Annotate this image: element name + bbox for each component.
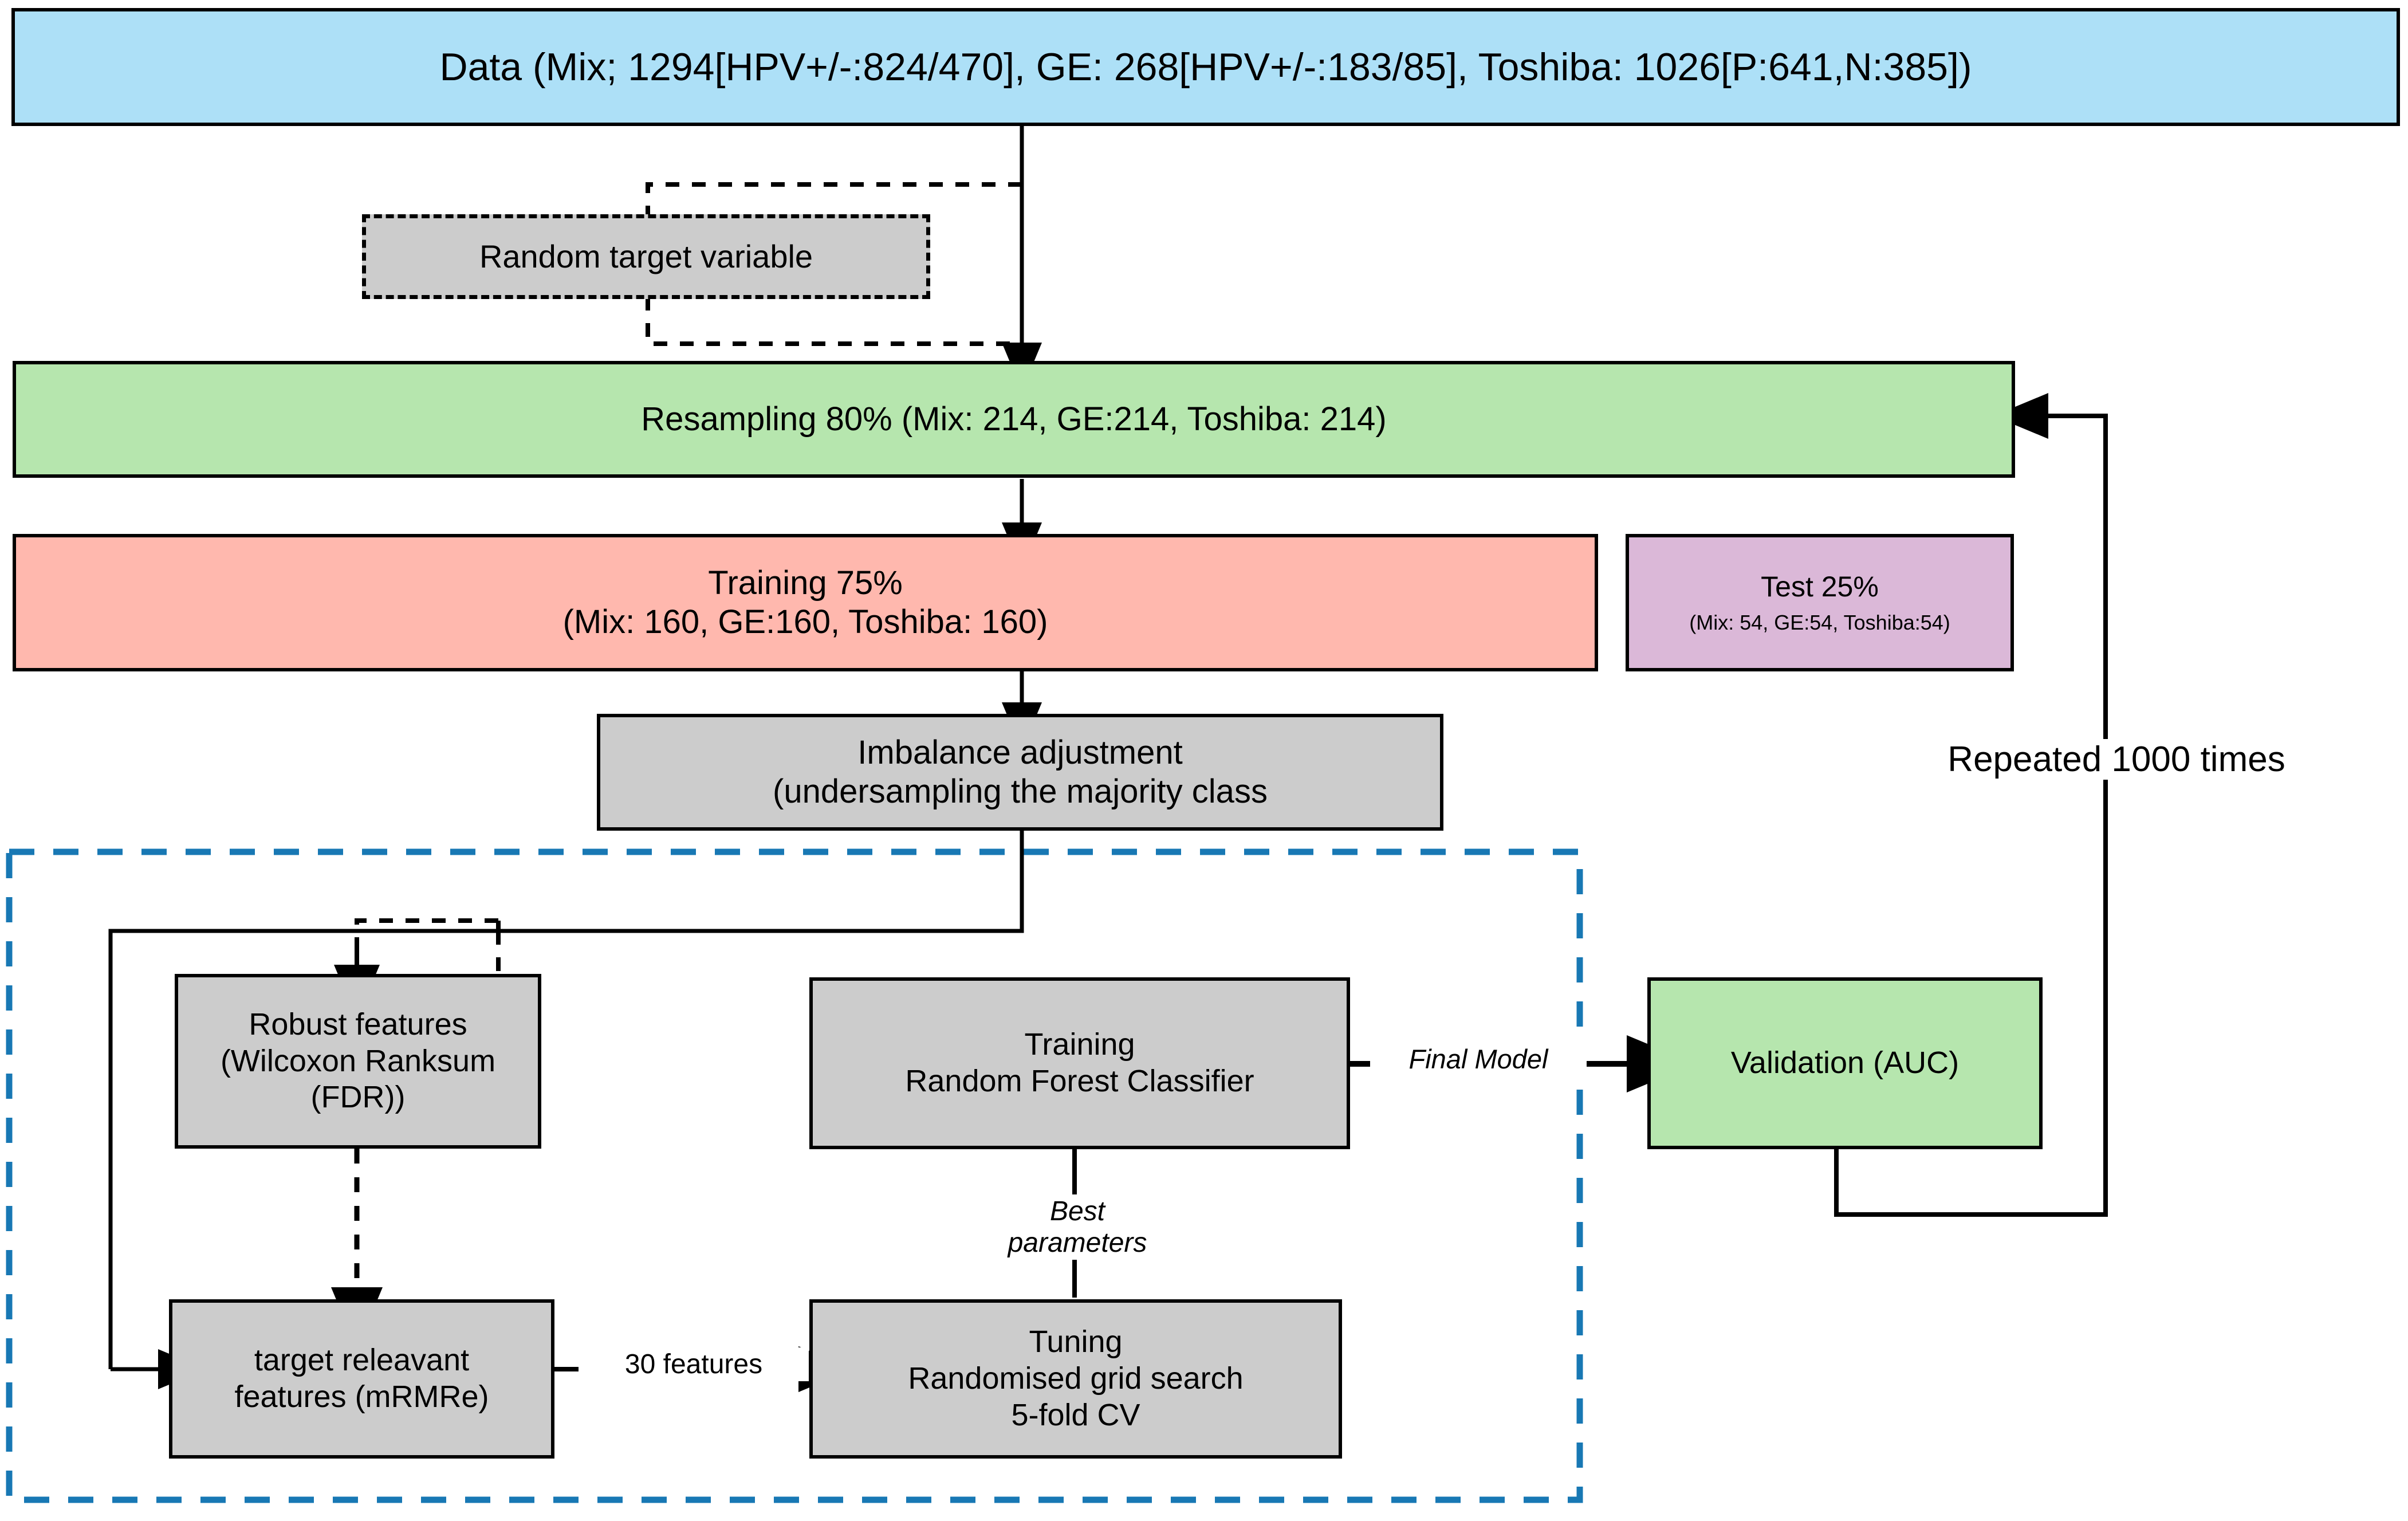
edge-validation-feedback-loop: [1834, 393, 2108, 1217]
node-tuning-line1: Tuning: [1029, 1325, 1123, 1359]
node-tuning[interactable]: Tuning Randomised grid search 5-fold CV: [809, 1299, 1342, 1459]
node-training-rf-line1: Training: [1024, 1027, 1135, 1062]
label-repeated-1000-times: Repeated 1000 times: [1842, 739, 2391, 780]
node-target-relevant-line1: target releavant: [254, 1343, 470, 1378]
node-resampling-label: Resampling 80% (Mix: 214, GE:214, Toshib…: [641, 400, 1387, 438]
node-tuning-line3: 5-fold CV: [1011, 1397, 1140, 1432]
dashed-enclosure-frame: [6, 848, 1583, 1503]
edge-label-final-model: Final Model: [1370, 1043, 1587, 1076]
node-random-target-label: Random target variable: [479, 238, 813, 274]
node-data-label: Data (Mix; 1294[HPV+/-:824/470], GE: 268…: [439, 45, 1972, 89]
node-random-target-variable[interactable]: Random target variable: [362, 214, 930, 299]
node-training-split[interactable]: Training 75% (Mix: 160, GE:160, Toshiba:…: [13, 534, 1598, 671]
node-test-split[interactable]: Test 25% (Mix: 54, GE:54, Toshiba:54): [1626, 534, 2014, 671]
node-imbalance-line1: Imbalance adjustment: [857, 733, 1183, 771]
node-resampling[interactable]: Resampling 80% (Mix: 214, GE:214, Toshib…: [13, 361, 2015, 478]
node-imbalance-adjustment[interactable]: Imbalance adjustment (undersampling the …: [597, 714, 1443, 831]
node-robust-features-line1: Robust features: [249, 1007, 467, 1041]
node-training-rf-line2: Random Forest Classifier: [905, 1064, 1254, 1098]
node-training-split-line1: Training 75%: [708, 564, 903, 602]
node-target-relevant-line2: features (mRMRe): [234, 1379, 489, 1414]
node-imbalance-line2: (undersampling the majority class: [773, 773, 1268, 810]
node-tuning-line2: Randomised grid search: [908, 1361, 1244, 1396]
edge-label-30-features: 30 features: [579, 1347, 809, 1382]
node-test-split-line1: Test 25%: [1761, 571, 1879, 603]
node-training-split-line2: (Mix: 160, GE:160, Toshiba: 160): [562, 603, 1048, 640]
edge-imbalance-branch-trunk: [108, 831, 1024, 1369]
node-robust-features-line3: (FDR)): [310, 1080, 406, 1115]
node-validation-label: Validation (AUC): [1730, 1046, 1960, 1080]
node-robust-features-line2: (Wilcoxon Ranksum: [220, 1043, 496, 1078]
node-robust-features[interactable]: Robust features (Wilcoxon Ranksum (FDR)): [175, 974, 541, 1149]
node-target-relevant-features[interactable]: target releavant features (mRMRe): [169, 1299, 554, 1459]
edge-random-target-bottom: [646, 297, 1017, 346]
node-test-split-line2: (Mix: 54, GE:54, Toshiba:54): [1689, 611, 1950, 635]
node-training-random-forest[interactable]: Training Random Forest Classifier: [809, 977, 1350, 1149]
edge-dashed-into-robust-features: [355, 918, 501, 968]
edge-label-best-parameters: Best parameters: [974, 1194, 1181, 1260]
node-validation[interactable]: Validation (AUC): [1647, 977, 2043, 1149]
node-data-box[interactable]: Data (Mix; 1294[HPV+/-:824/470], GE: 268…: [11, 8, 2400, 126]
